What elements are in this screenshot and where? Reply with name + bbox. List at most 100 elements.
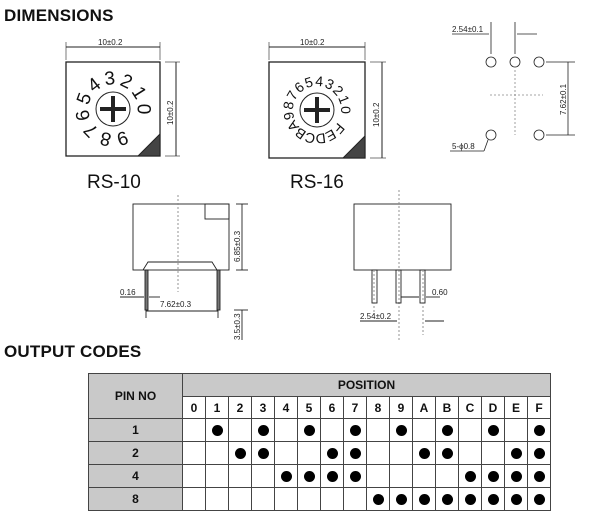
output-codes-title: OUTPUT CODES <box>4 342 142 361</box>
dial-digit: 4 <box>315 73 324 90</box>
on-dot-icon <box>280 471 292 483</box>
front-pin-width-dim: 0.60 <box>432 288 448 297</box>
code-cell <box>251 441 275 465</box>
footprint-hole-dim: 5-ϕ0.8 <box>452 142 475 151</box>
on-dot-icon <box>441 448 453 460</box>
code-cell <box>412 464 436 488</box>
side-height-dim: 6.85±0.3 <box>233 230 242 262</box>
code-cell <box>435 441 459 465</box>
code-cell <box>228 464 252 488</box>
code-cell <box>343 441 367 465</box>
position-header-cell: 5 <box>297 396 321 419</box>
code-cell <box>435 418 459 442</box>
code-cell <box>389 418 413 442</box>
on-dot-icon <box>510 471 522 483</box>
position-header-cell: 3 <box>251 396 275 419</box>
dial-digit: 9 <box>114 126 131 149</box>
code-cell <box>228 418 252 442</box>
code-cell <box>504 441 528 465</box>
position-header-cell: A <box>412 396 436 419</box>
code-cell <box>458 441 482 465</box>
front-pin-pitch-dim: 2.54±0.2 <box>360 312 392 321</box>
pin-thickness-dim: 0.16 <box>120 288 136 297</box>
on-dot-icon <box>326 448 338 460</box>
position-header-cell: C <box>458 396 482 419</box>
dial-digit: 6 <box>72 108 95 123</box>
code-cell <box>527 487 551 511</box>
code-cell <box>274 487 298 511</box>
table-row: 4 <box>88 464 551 488</box>
pin-number: 2 <box>88 441 183 465</box>
on-dot-icon <box>257 448 269 460</box>
code-cell <box>412 418 436 442</box>
code-cell <box>435 487 459 511</box>
on-dot-icon <box>395 494 407 506</box>
code-cell <box>458 487 482 511</box>
code-cell <box>481 441 505 465</box>
on-dot-icon <box>510 448 522 460</box>
code-cell <box>527 441 551 465</box>
code-cell <box>389 487 413 511</box>
code-cell <box>274 418 298 442</box>
code-cell <box>343 418 367 442</box>
pin-number: 1 <box>88 418 183 442</box>
code-cell <box>504 487 528 511</box>
on-dot-icon <box>418 494 430 506</box>
dial-digit: 1 <box>127 83 150 103</box>
pin-no-header: PIN NO <box>88 373 183 419</box>
position-header-cell: 9 <box>389 396 413 419</box>
position-header: POSITION <box>182 373 551 397</box>
code-cell <box>481 487 505 511</box>
code-cell <box>297 487 321 511</box>
dial-digit: 3 <box>104 68 117 90</box>
code-cell <box>435 464 459 488</box>
position-header-cell: E <box>504 396 528 419</box>
dial-digit: C <box>303 129 317 147</box>
on-dot-icon <box>464 471 476 483</box>
on-dot-icon <box>349 448 361 460</box>
on-dot-icon <box>510 494 522 506</box>
on-dot-icon <box>418 448 430 460</box>
on-dot-icon <box>441 494 453 506</box>
dial-digit: 7 <box>80 119 102 141</box>
on-dot-icon <box>441 425 453 437</box>
on-dot-icon <box>464 494 476 506</box>
on-dot-icon <box>211 425 223 437</box>
code-cell <box>343 487 367 511</box>
on-dot-icon <box>349 425 361 437</box>
position-header-cell: 0 <box>182 396 206 419</box>
on-dot-icon <box>487 471 499 483</box>
position-header-cell: 1 <box>205 396 229 419</box>
on-dot-icon <box>533 448 545 460</box>
dimensions-title: DIMENSIONS <box>4 6 114 25</box>
position-header-cell: 4 <box>274 396 298 419</box>
code-cell <box>182 487 206 511</box>
code-cell <box>320 487 344 511</box>
on-dot-icon <box>303 425 315 437</box>
position-header-cell: B <box>435 396 459 419</box>
on-dot-icon <box>533 471 545 483</box>
rs10-width-dim: 10±0.2 <box>98 38 123 47</box>
code-cell <box>504 418 528 442</box>
code-cell <box>205 464 229 488</box>
side-view: 6.85±0.3 0.16 7.62±0.3 3.5±0.3 <box>120 195 248 340</box>
code-cell <box>251 464 275 488</box>
code-cell <box>274 441 298 465</box>
code-cell <box>182 418 206 442</box>
position-header-cell: 7 <box>343 396 367 419</box>
code-cell <box>320 441 344 465</box>
code-cell <box>389 464 413 488</box>
position-header-cell: 8 <box>366 396 390 419</box>
code-cell <box>412 487 436 511</box>
code-cell <box>366 487 390 511</box>
code-cell <box>297 418 321 442</box>
on-dot-icon <box>326 471 338 483</box>
footprint-row-dim: 7.62±0.1 <box>559 83 568 115</box>
code-cell <box>297 441 321 465</box>
code-cell <box>251 418 275 442</box>
code-cell <box>412 441 436 465</box>
code-cell <box>182 464 206 488</box>
